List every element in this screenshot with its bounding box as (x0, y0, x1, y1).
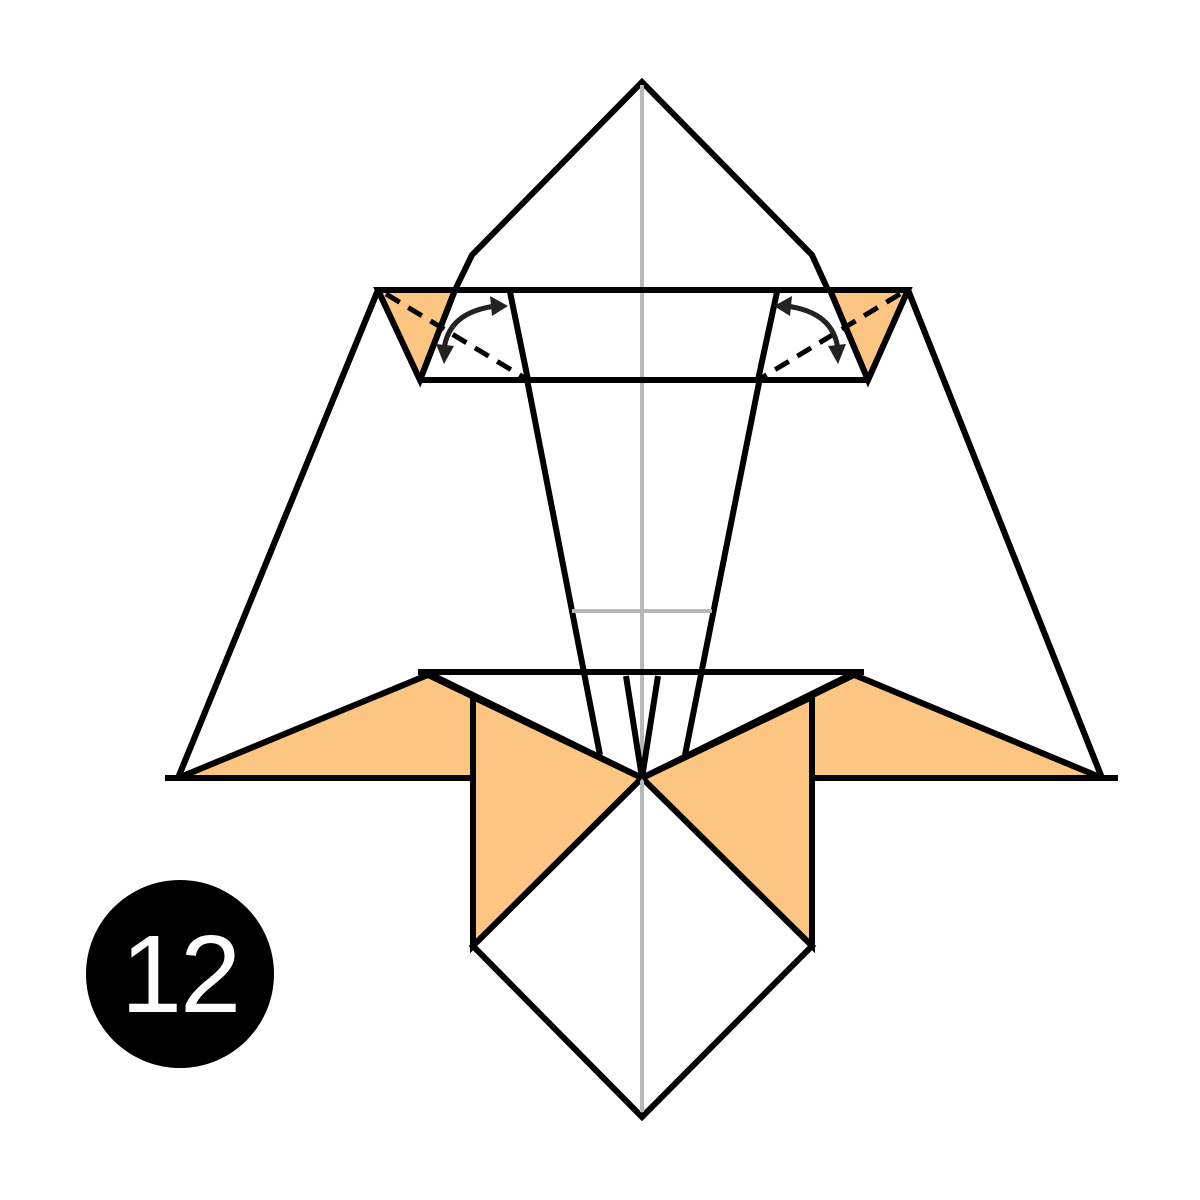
left-fold-arrowhead-top (490, 296, 508, 316)
left-wing-top-edge (176, 670, 644, 781)
left-fold-arrowhead-bottom (436, 344, 454, 364)
trapezoid-right-edge (905, 288, 1105, 780)
step-number-badge: 12 (86, 880, 274, 1068)
right-fold-arrow (785, 303, 841, 351)
band-center-right-edge (755, 291, 780, 381)
right-fold-arrowhead-bottom (828, 344, 846, 364)
right-wing-top-edge (640, 670, 1104, 781)
right-valley-fold-line (756, 291, 902, 383)
right-fold-arrowhead-top (774, 296, 792, 316)
band-left-inner-edge (417, 288, 458, 382)
trapezoid-left-edge (175, 288, 381, 780)
band-right-inner-edge (827, 288, 871, 382)
left-valley-fold-line (384, 291, 530, 383)
band-center-left-edge (507, 291, 531, 381)
left-fold-arrow (441, 303, 497, 351)
